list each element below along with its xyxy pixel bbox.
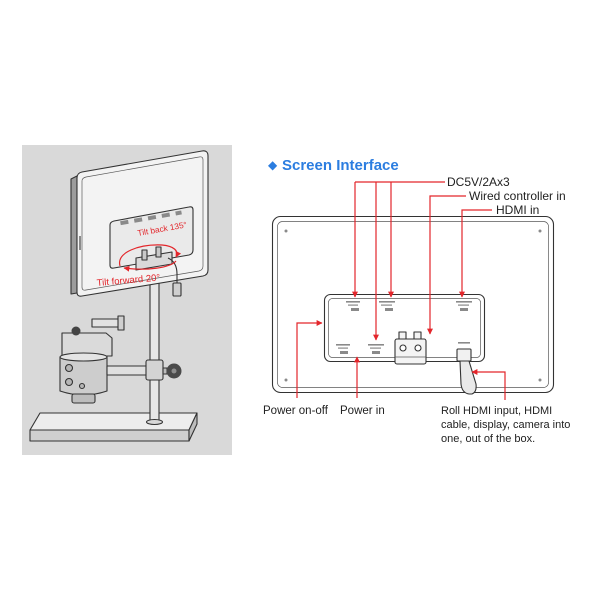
port-marking — [458, 342, 470, 344]
clip-screw-icon — [414, 344, 422, 352]
title-bullet-icon: ◆ — [268, 158, 278, 172]
port-icon — [340, 351, 348, 354]
port-row — [120, 210, 182, 226]
monitor-back-inset — [81, 156, 204, 291]
camera-lens — [71, 393, 96, 404]
port-icon — [133, 217, 143, 223]
hinge-knuckle — [155, 246, 162, 258]
stand-pole — [149, 265, 160, 423]
locking-knob-center — [171, 368, 177, 374]
monitor-cable — [167, 257, 178, 284]
hdmi-connector — [456, 348, 472, 362]
stand-illustration: Tilt back 135° Tilt forward 20° — [22, 145, 232, 455]
port-marking — [379, 301, 395, 303]
port-icon — [175, 210, 182, 216]
port-marking — [348, 304, 358, 306]
port-icon — [161, 212, 171, 218]
stand-base-top — [29, 412, 198, 431]
camera-indicator-icon — [78, 382, 86, 390]
monitor-side-edge — [70, 175, 78, 295]
port-icon — [460, 308, 468, 311]
port-icon — [351, 308, 359, 311]
port-icon — [147, 214, 157, 221]
roll-hdmi-arrow — [471, 369, 506, 400]
camera-button-icon — [64, 377, 74, 387]
hdmi-in-label: HDMI in — [496, 203, 539, 217]
support-arm — [106, 365, 151, 376]
power-switch-arrow — [296, 320, 323, 398]
screen-interface-diagram: ◆ Screen Interface — [263, 157, 570, 445]
cable-connector — [172, 282, 182, 297]
section-title: Screen Interface — [282, 157, 399, 174]
port-marking — [381, 304, 392, 306]
wired-controller-label: Wired controller in — [469, 189, 566, 203]
camera-body — [59, 356, 108, 396]
hinge-knuckle — [141, 249, 148, 261]
tilt-back-arrow — [119, 244, 182, 267]
pole-foot — [145, 418, 164, 426]
tilt-forward-arrow — [123, 260, 177, 272]
port-marking — [368, 344, 384, 346]
focus-knob-icon — [71, 326, 81, 336]
roll-hdmi-label-line: Roll HDMI input, HDMI — [441, 405, 552, 417]
screw-hole — [538, 229, 542, 233]
focus-block — [61, 332, 113, 357]
port-marking — [370, 347, 381, 349]
hdmi-cable — [459, 360, 477, 395]
port-icon — [385, 308, 393, 311]
hdmi-in-arrow — [459, 209, 492, 298]
mount-clip — [394, 338, 427, 365]
stand-base-front — [29, 429, 190, 442]
clip-screw-icon — [399, 344, 407, 352]
port-marking — [458, 304, 469, 306]
side-port-marking — [79, 236, 81, 250]
dc-power-label: DC5V/2Ax3 — [447, 175, 510, 189]
screw-hole — [538, 378, 542, 382]
power-switch-label: Power on-off — [263, 405, 329, 417]
power-in-label: Power in — [340, 405, 385, 417]
pole-clamp — [145, 359, 164, 381]
camera-button-icon — [64, 363, 74, 373]
knob-stem — [162, 367, 168, 375]
port-marking — [338, 347, 348, 349]
roll-hdmi-label-line: one, out of the box. — [441, 433, 535, 445]
port-marking — [456, 301, 472, 303]
port-marking — [346, 301, 360, 303]
camera-top-ring — [59, 352, 108, 362]
port-icon — [120, 219, 129, 226]
monitor-inner-outline — [277, 221, 549, 388]
roll-hdmi-label-line: cable, display, camera into — [441, 419, 570, 431]
port-marking — [336, 344, 350, 346]
port-icon — [372, 351, 380, 354]
wired-controller-arrow — [427, 195, 466, 335]
screw-hole — [284, 229, 288, 233]
stand-base-side — [188, 412, 198, 442]
screw-hole — [284, 378, 288, 382]
upper-bracket-end — [117, 315, 125, 331]
